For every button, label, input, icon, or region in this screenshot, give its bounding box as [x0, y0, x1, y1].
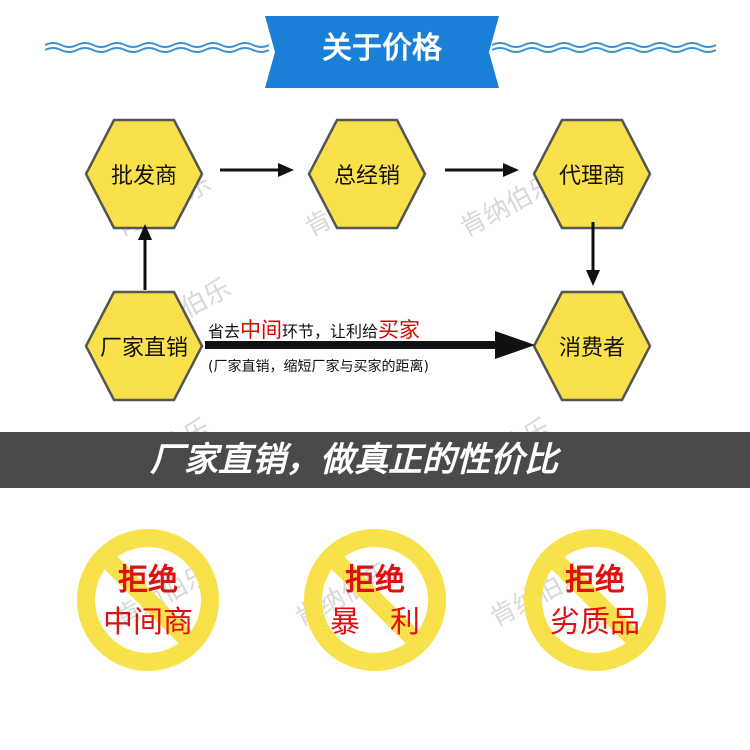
arrow-right-bold-icon [205, 331, 535, 359]
general-distributor-label: 总经销 [333, 164, 400, 189]
arrow-down-icon [586, 222, 600, 286]
hexagon-agent [532, 118, 652, 230]
page-title: 关于价格 [322, 31, 442, 66]
reject-line2: 中间商 [103, 605, 193, 640]
middle-note-highlight: 中间 [240, 318, 283, 342]
middle-note-part: 省去 [208, 322, 241, 341]
manufacturer-direct-label: 厂家直销 [99, 336, 188, 361]
hexagon-manufacturer-direct [84, 290, 204, 402]
wave-line-right [492, 42, 717, 53]
slogan-text: 厂家直销，做真正的性价比 [150, 440, 558, 480]
wave-line-left [45, 42, 270, 53]
slogan-banner [0, 432, 750, 488]
arrow-right-icon [220, 163, 294, 177]
middle-note-sub: (厂家直销，缩短厂家与买家的距离) [208, 359, 429, 375]
reject-line2: 暴 利 [330, 605, 420, 640]
prohibition-icon [77, 529, 219, 671]
prohibition-icon [304, 529, 446, 671]
consumer-label: 消费者 [558, 336, 625, 361]
middle-note-part: 环节，让利给 [282, 322, 379, 341]
prohibition-icon [524, 529, 666, 671]
reject-line1: 拒绝 [345, 563, 405, 598]
middle-note: 省去中间环节，让利给买家 [208, 314, 420, 344]
hexagon-general-distributor [307, 118, 427, 230]
reject-line1: 拒绝 [565, 563, 625, 598]
hexagon-wholesaler [84, 118, 204, 230]
arrow-right-icon [445, 163, 519, 177]
title-banner [265, 16, 499, 88]
hexagon-consumer [532, 290, 652, 402]
reject-line1: 拒绝 [118, 563, 178, 598]
agent-label: 代理商 [558, 164, 625, 189]
reject-line2: 劣质品 [550, 605, 640, 640]
middle-note-highlight: 买家 [378, 318, 421, 342]
arrow-up-icon [138, 224, 152, 290]
wholesaler-label: 批发商 [110, 164, 177, 189]
